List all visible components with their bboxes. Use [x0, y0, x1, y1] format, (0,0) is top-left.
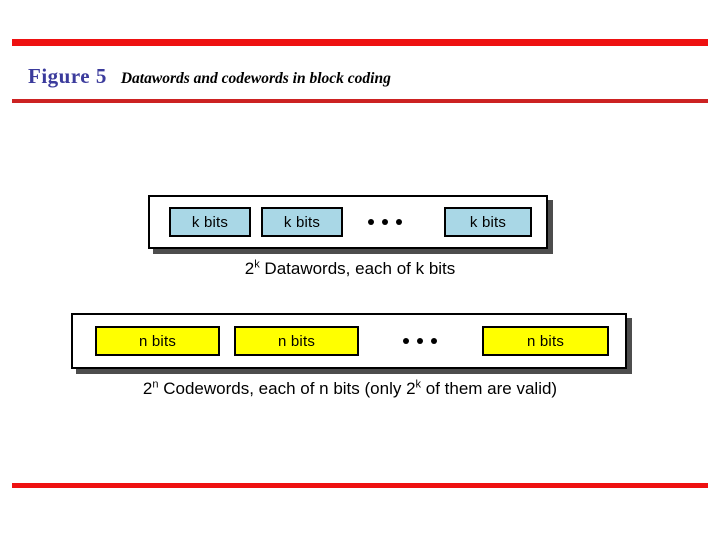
dataword-cell-1: k bits	[169, 207, 251, 237]
page-title: Figure 5 Datawords and codewords in bloc…	[28, 64, 391, 89]
dataword-cell-3-label: k bits	[469, 213, 507, 231]
dataword-cell-3: k bits	[444, 207, 532, 237]
codeword-cell-3-label: n bits	[526, 332, 565, 350]
codewords-container: n bits n bits n bits	[71, 313, 627, 369]
datawords-caption-base: 2	[244, 259, 255, 278]
codewords-caption-base: 2	[142, 379, 153, 398]
datawords-caption-exponent: k	[254, 258, 260, 271]
codewords-ellipsis-icon	[403, 338, 437, 344]
footer-rule-bottom	[12, 483, 708, 488]
codewords-caption-mid: Codewords, each of n bits (only 2	[158, 379, 416, 398]
dataword-cell-2: k bits	[261, 207, 343, 237]
datawords-cells: k bits k bits k bits	[150, 197, 546, 247]
codeword-cell-3: n bits	[482, 326, 609, 356]
codewords-caption: 2n Codewords, each of n bits (only 2k of…	[0, 379, 700, 399]
codewords-caption-exponent-2: k	[415, 378, 422, 391]
codeword-cell-1: n bits	[95, 326, 220, 356]
figure-label: Figure 5	[28, 64, 107, 88]
datawords-caption: 2k Datawords, each of k bits	[0, 259, 700, 279]
datawords-caption-rest: Datawords, each of k bits	[259, 259, 456, 278]
codeword-cell-2-label: n bits	[277, 332, 316, 350]
header-rule-under-title	[12, 99, 708, 103]
codewords-caption-suffix: of them are valid)	[421, 379, 558, 398]
codewords-caption-exponent: n	[152, 378, 159, 391]
figure-caption: Datawords and codewords in block coding	[120, 70, 391, 87]
datawords-container: k bits k bits k bits	[148, 195, 548, 249]
codewords-cells: n bits n bits n bits	[73, 315, 625, 367]
dataword-cell-1-label: k bits	[191, 213, 229, 231]
dataword-cell-2-label: k bits	[283, 213, 321, 231]
header-rule-top	[12, 39, 708, 46]
codeword-cell-1-label: n bits	[138, 332, 177, 350]
codeword-cell-2: n bits	[234, 326, 359, 356]
datawords-ellipsis-icon	[368, 219, 402, 225]
